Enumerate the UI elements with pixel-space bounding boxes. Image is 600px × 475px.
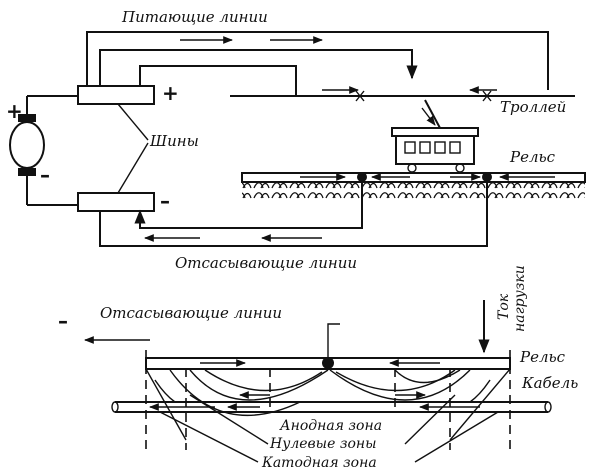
bus-plus-sign: + — [162, 81, 179, 105]
feed-lines-label: Питающие линии — [121, 8, 268, 26]
anode-zone-label: Анодная зона — [279, 418, 382, 434]
zone-boundaries — [145, 350, 511, 450]
negative-bus-bar — [77, 192, 155, 212]
bottom-return-lead — [327, 323, 340, 358]
svg-text:Ток: Ток — [496, 293, 512, 320]
suction-point — [322, 357, 334, 369]
top-circuit: + – + – Шины Питающие линии Троллей — [6, 8, 586, 272]
null-zones-label: Нулевые зоны — [269, 436, 377, 452]
feed-lines — [86, 31, 549, 96]
cable — [111, 401, 552, 413]
bottom-zones-diagram: – Отсасывающие линии Ток нагрузки Рельс — [58, 265, 578, 471]
return-lines — [99, 182, 488, 247]
cable-label: Кабель — [521, 374, 578, 392]
rail — [241, 172, 586, 199]
generator-minus-sign: – — [40, 163, 50, 187]
tram-car-icon — [391, 99, 479, 173]
cathode-zone-label: Катодная зона — [261, 455, 377, 471]
load-current-label: Ток нагрузки — [496, 265, 528, 332]
generator-icon — [9, 95, 78, 206]
return-lines-label: Отсасывающие линии — [175, 254, 357, 272]
buses-leader-bottom — [117, 142, 149, 194]
zone-leaders — [159, 394, 499, 463]
trolley-label: Троллей — [500, 98, 566, 116]
rail-label: Рельс — [509, 148, 556, 166]
svg-text:нагрузки: нагрузки — [512, 265, 528, 332]
stray-current-arcs — [154, 369, 491, 416]
buses-leader-top — [117, 103, 149, 141]
bottom-return-lines-label: Отсасывающие линии — [100, 304, 282, 322]
positive-bus-bar — [77, 85, 155, 105]
generator-plus-sign: + — [6, 99, 23, 123]
bus-minus-sign: – — [160, 189, 170, 213]
trolley-wire — [230, 86, 575, 102]
bottom-rail-label: Рельс — [519, 348, 566, 366]
buses-label: Шины — [149, 132, 199, 150]
bottom-minus-sign: – — [58, 309, 68, 333]
